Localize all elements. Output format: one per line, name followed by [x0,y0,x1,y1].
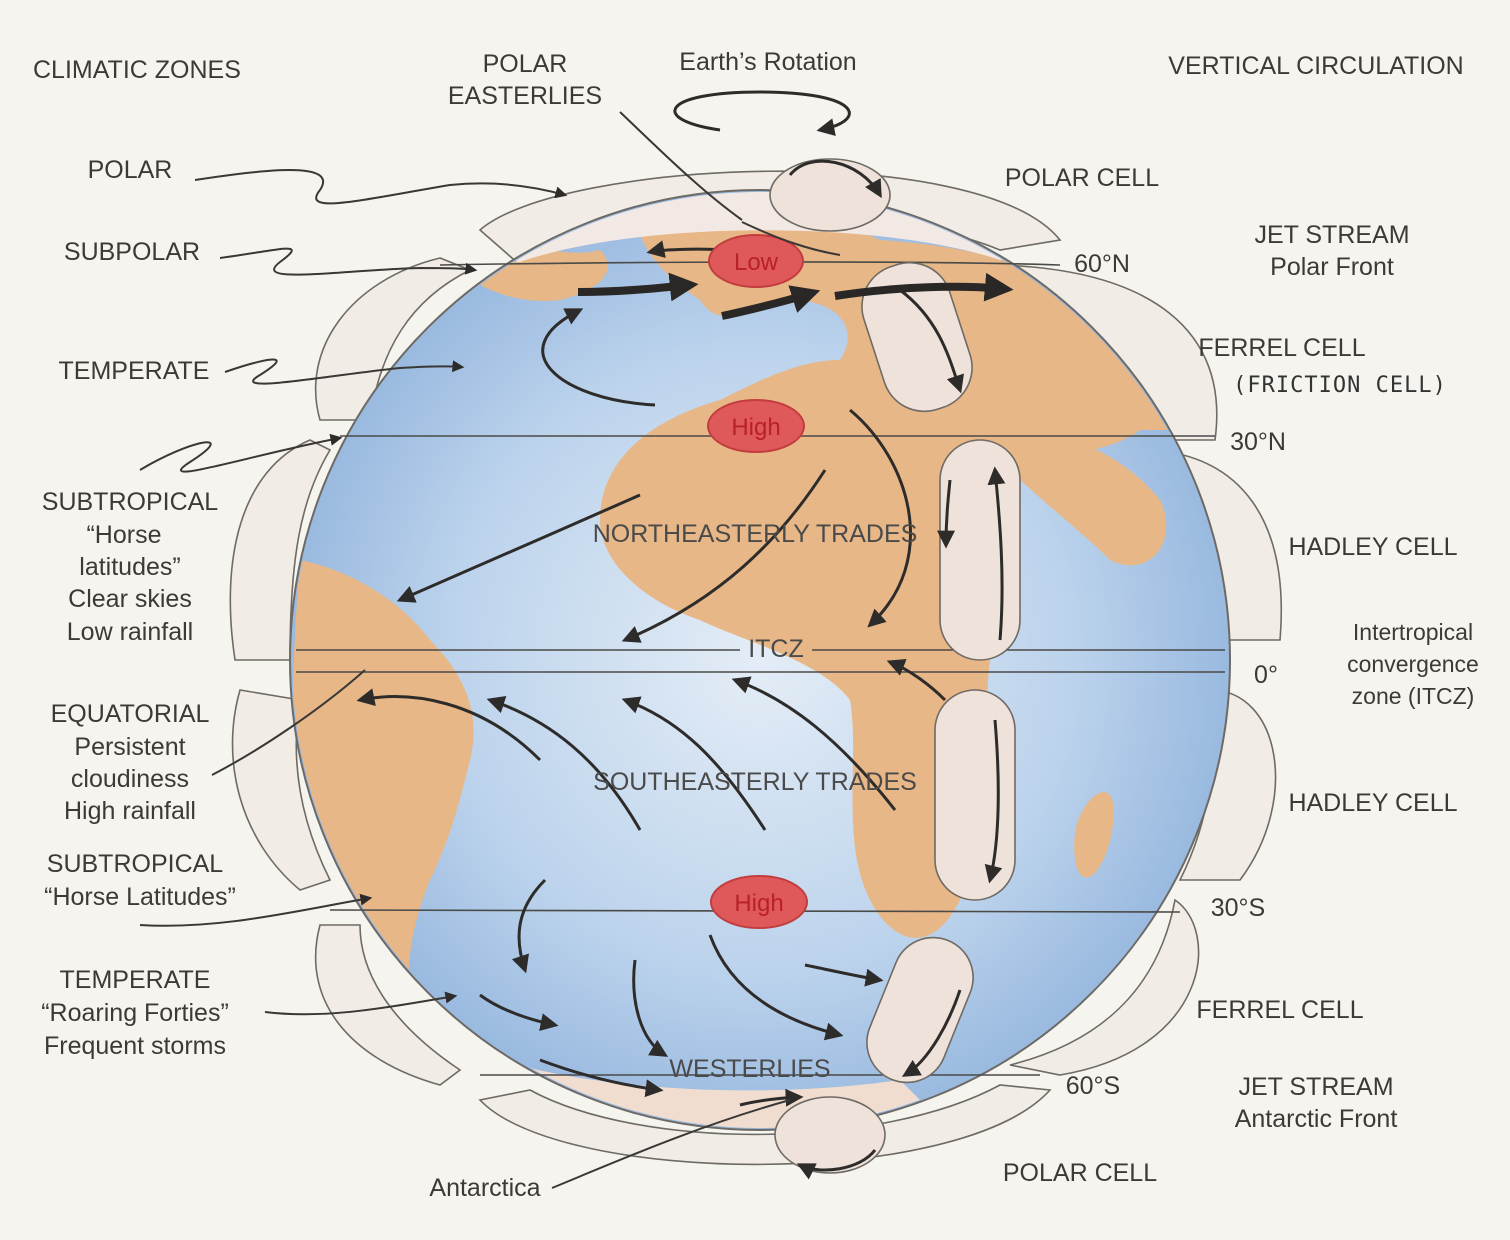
polar-cell-south-label: POLAR CELL [1003,1159,1157,1187]
jet-stream-north-line1: JET STREAM [1254,221,1409,249]
hadley-cell-loop-north [940,440,1020,660]
southeasterly-trades-label: SOUTHEASTERLY TRADES [593,768,917,796]
itcz-label: ITCZ [748,635,804,663]
zone-subtropical-north-line3: Clear skies [68,585,192,613]
itcz-description-line2: convergence [1347,651,1479,677]
climatic-zones-header: CLIMATIC ZONES [33,56,241,84]
zone-subtropical-north-line4: Low rainfall [67,618,193,646]
zone-temperate-north: TEMPERATE [59,357,210,385]
high-pressure-north-label: High [731,414,780,441]
polar-easterlies-label-line1: POLAR [483,50,568,78]
itcz-description-line1: Intertropical [1353,619,1473,645]
polar-cell-loop-south [775,1097,885,1173]
jet-stream-south-line2: Antarctic Front [1235,1105,1398,1133]
zone-subtropical-north-line1: “Horse [86,521,161,549]
ferrel-cell-south-label: FERREL CELL [1196,996,1363,1024]
zone-temperate-south-title: TEMPERATE [60,966,211,994]
high-pressure-south-label: High [734,890,783,917]
lat-30s-label: 30°S [1211,894,1265,922]
globe [290,184,1230,1163]
lat-30n-label: 30°N [1230,428,1286,456]
zone-polar: POLAR [88,156,173,184]
lat-60s-label: 60°S [1066,1072,1120,1100]
westerlies-label: WESTERLIES [669,1055,830,1083]
earths-rotation-label: Earth’s Rotation [679,48,856,76]
jet-stream-north-line2: Polar Front [1270,253,1394,281]
polar-cell-north-label: POLAR CELL [1005,164,1159,192]
hadley-cell-south-label: HADLEY CELL [1288,789,1457,817]
zone-subtropical-north-title: SUBTROPICAL [42,488,219,516]
zone-temperate-south-line1: “Roaring Forties” [41,999,229,1027]
itcz-description-line3: zone (ITCZ) [1352,683,1475,709]
hadley-cell-north-label: HADLEY CELL [1288,533,1457,561]
zone-equatorial-line1: Persistent [74,733,185,761]
zone-antarctica: Antarctica [429,1174,540,1202]
hadley-cell-loop-south [935,690,1015,900]
zone-temperate-south-line2: Frequent storms [44,1032,226,1060]
earths-rotation-arrow [675,92,849,130]
low-pressure-north-label: Low [734,249,779,276]
northeasterly-trades-label: NORTHEASTERLY TRADES [593,520,918,548]
polar-easterlies-label-line2: EASTERLIES [448,82,602,110]
polar-cell-loop-north [770,159,890,231]
ferrel-cell-north-label: FERREL CELL [1198,334,1365,362]
lat-0-label: 0° [1254,661,1278,689]
zone-equatorial-title: EQUATORIAL [51,700,210,728]
zone-subtropical-north-line2: latitudes” [79,553,180,581]
friction-cell-note: (FRICTION CELL) [1233,373,1447,398]
zone-subpolar: SUBPOLAR [64,238,200,266]
zone-equatorial-line3: High rainfall [64,797,196,825]
jet-stream-south-line1: JET STREAM [1238,1073,1393,1101]
vertical-circulation-header: VERTICAL CIRCULATION [1168,52,1463,80]
zone-subtropical-south-title: SUBTROPICAL [47,850,224,878]
leader-polar [195,170,565,203]
zone-equatorial-line2: cloudiness [71,765,189,793]
lat-60n-label: 60°N [1074,250,1130,278]
zone-subtropical-south-line1: “Horse Latitudes” [44,883,236,911]
